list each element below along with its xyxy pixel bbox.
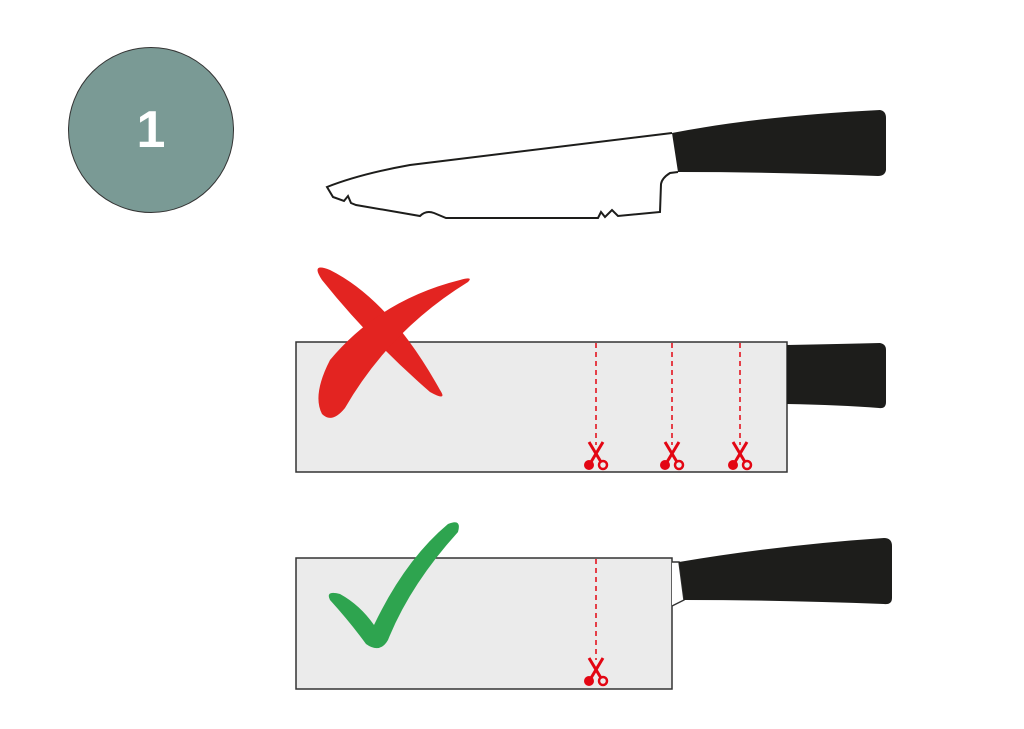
cleaver-blade	[295, 341, 788, 473]
step-number-badge: 1	[68, 47, 234, 213]
check-mark-icon	[328, 522, 459, 649]
wrong-example	[295, 267, 886, 473]
cut-line	[595, 343, 741, 445]
knife-blade	[325, 132, 679, 219]
knife-handle	[679, 538, 892, 605]
knife-handle	[787, 343, 886, 409]
step-number: 1	[136, 101, 166, 159]
knife-handle	[672, 110, 886, 176]
cross-mark-icon	[317, 267, 470, 418]
correct-example	[295, 522, 892, 690]
damaged-knife-icon	[325, 110, 886, 219]
